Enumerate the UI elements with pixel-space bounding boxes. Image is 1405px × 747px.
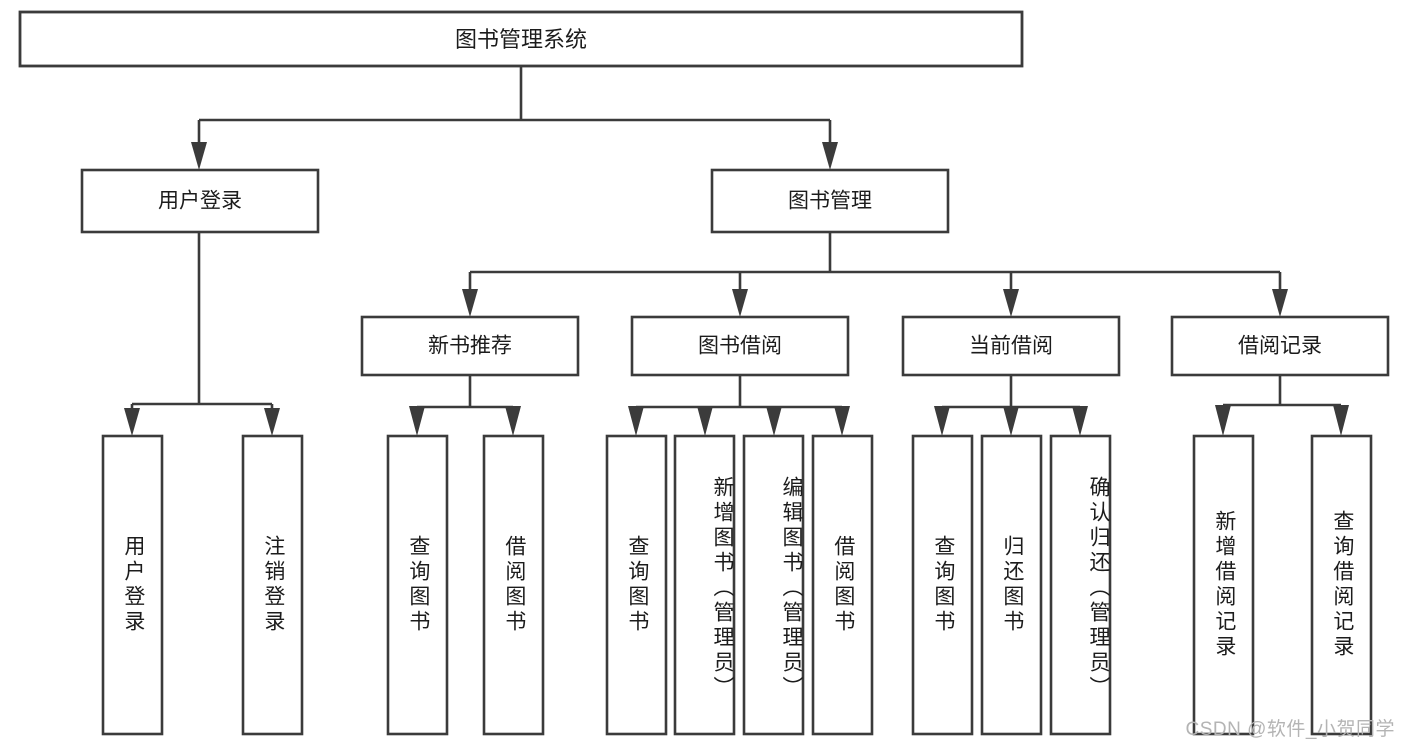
arrow-head-leaf-13 bbox=[1333, 405, 1349, 436]
node-leaf-box-10[interactable] bbox=[980, 434, 1043, 736]
arrow-head-leaf-7 bbox=[766, 406, 782, 436]
node-new-book-box[interactable] bbox=[360, 315, 580, 377]
node-leaf-box-3[interactable] bbox=[386, 434, 449, 736]
csdn-watermark: CSDN @软件_小贺同学 bbox=[1185, 719, 1395, 740]
node-leaf-box-11[interactable] bbox=[1049, 434, 1112, 736]
node-leaf-box-2[interactable] bbox=[241, 434, 304, 736]
node-book-mgmt-label: 图书管理 bbox=[788, 190, 872, 213]
arrow-head-leaf-2 bbox=[264, 408, 280, 436]
node-book-borrow-box[interactable] bbox=[630, 315, 850, 377]
arrow-head-leaf-9 bbox=[934, 406, 950, 436]
arrow-head-leaf-3 bbox=[409, 406, 425, 436]
arrow-head-book-mgmt bbox=[822, 142, 838, 170]
arrow-head-new-book bbox=[462, 289, 478, 317]
connector-layer bbox=[124, 66, 1349, 436]
arrow-head-book-borrow bbox=[732, 289, 748, 317]
node-current-borrow-label: 当前借阅 bbox=[969, 335, 1053, 358]
node-book-borrow-label: 图书借阅 bbox=[698, 335, 782, 358]
node-root-box[interactable] bbox=[18, 10, 1024, 68]
node-book-mgmt-box[interactable] bbox=[710, 168, 950, 234]
node-root-label: 图书管理系统 bbox=[455, 27, 587, 52]
arrow-head-leaf-11 bbox=[1072, 406, 1088, 436]
node-borrow-record-label: 借阅记录 bbox=[1238, 335, 1322, 358]
node-leaf-box-6[interactable] bbox=[673, 434, 736, 736]
node-leaf-box-4[interactable] bbox=[482, 434, 545, 736]
node-layer: 图书管理系统 用户登录 图书管理 新书推荐 图书借阅 当前借阅 借阅记录 bbox=[18, 10, 1390, 736]
node-leaf-box-12[interactable] bbox=[1192, 434, 1255, 736]
arrow-head-leaf-8 bbox=[834, 406, 850, 436]
node-borrow-record-box[interactable] bbox=[1170, 315, 1390, 377]
node-leaf-box-8[interactable] bbox=[811, 434, 874, 736]
arrow-head-current-borrow bbox=[1003, 289, 1019, 317]
arrow-head-leaf-4 bbox=[505, 406, 521, 436]
node-leaf-box-9[interactable] bbox=[911, 434, 974, 736]
node-leaf-box-5[interactable] bbox=[605, 434, 668, 736]
node-new-book-label: 新书推荐 bbox=[428, 335, 512, 358]
node-leaf-box-1[interactable] bbox=[101, 434, 164, 736]
node-current-borrow-box[interactable] bbox=[901, 315, 1121, 377]
arrow-head-user-login bbox=[191, 142, 207, 170]
arrow-head-leaf-6 bbox=[697, 406, 713, 436]
arrow-head-leaf-10 bbox=[1003, 406, 1019, 436]
node-user-login-label: 用户登录 bbox=[158, 190, 242, 213]
arrow-head-borrow-record bbox=[1272, 289, 1288, 317]
node-leaf-box-13[interactable] bbox=[1310, 434, 1373, 736]
arrow-head-leaf-5 bbox=[628, 406, 644, 436]
arrow-head-leaf-12 bbox=[1215, 405, 1231, 436]
arrow-head-leaf-1 bbox=[124, 408, 140, 436]
node-user-login-box[interactable] bbox=[80, 168, 320, 234]
node-leaf-box-7[interactable] bbox=[742, 434, 805, 736]
